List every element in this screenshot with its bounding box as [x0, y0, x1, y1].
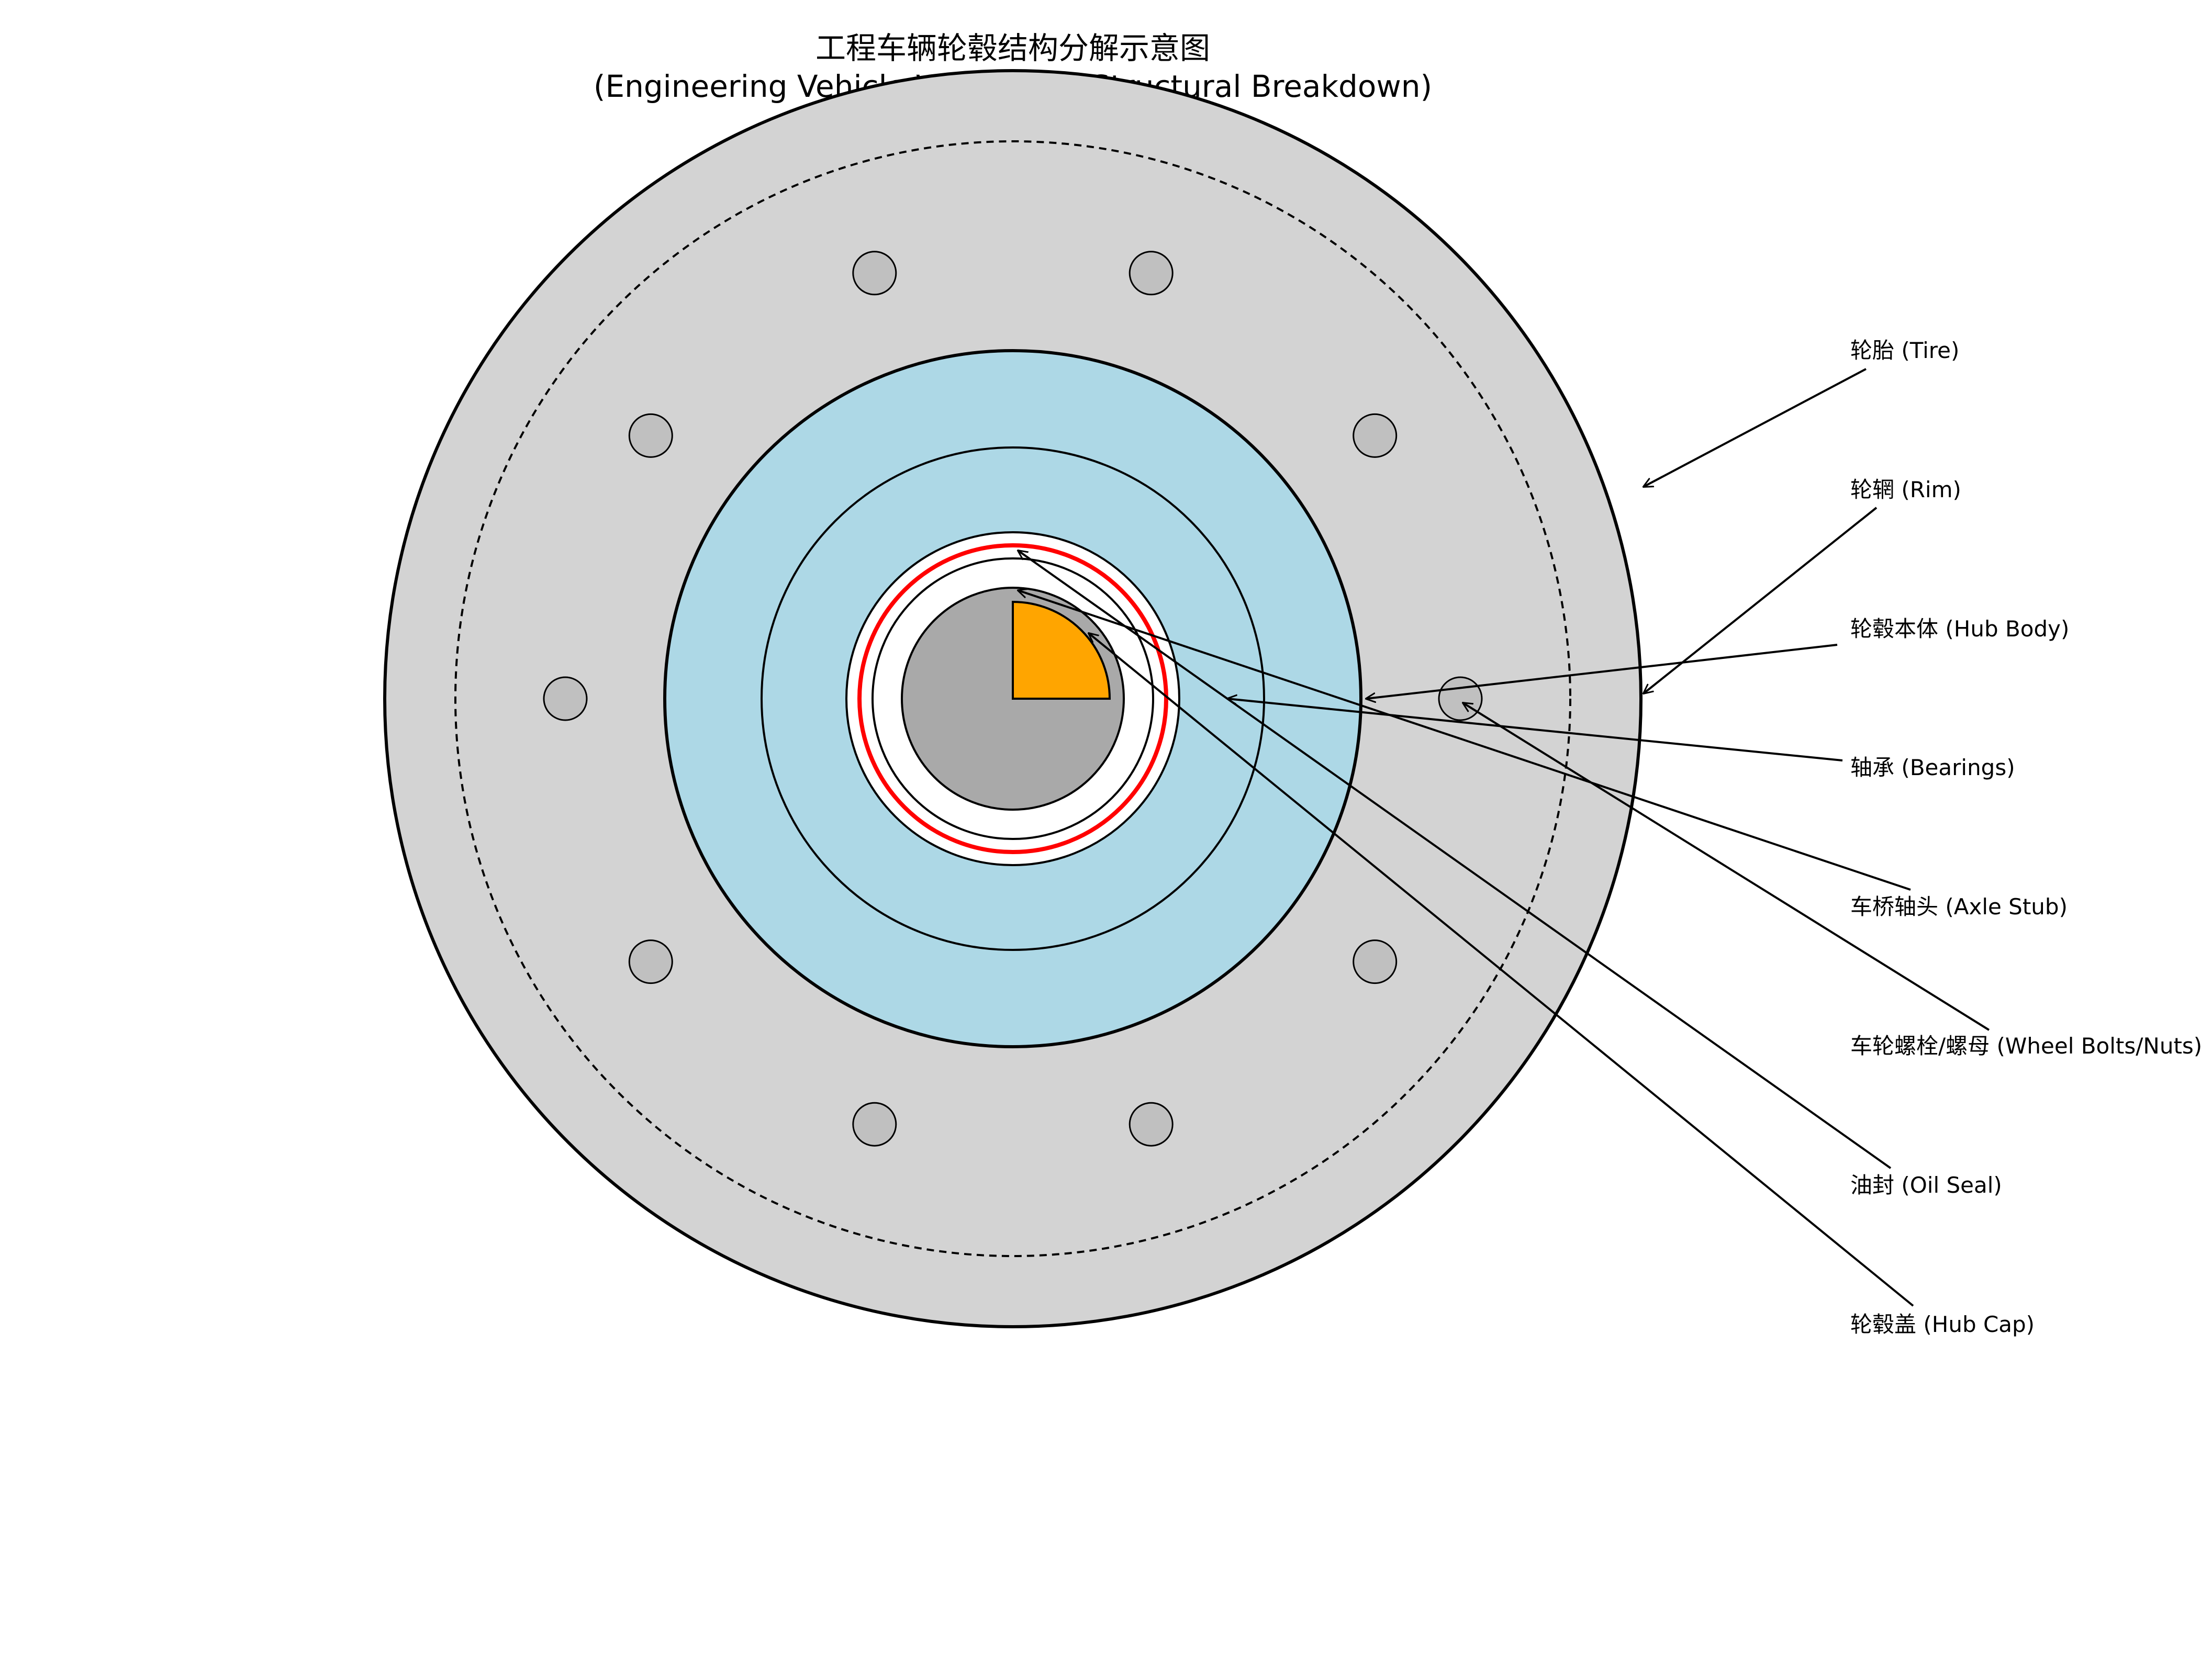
tire-leader	[1644, 368, 1867, 487]
wheel-bolt	[628, 939, 673, 984]
oil-seal-leader	[1018, 551, 1892, 1169]
wheel-bolt	[1129, 251, 1174, 296]
axle-stub-leader	[1018, 590, 1911, 891]
wheel-bolt	[1438, 676, 1483, 721]
diagram-title: 工程车辆轮毂结构分解示意图	[815, 30, 1210, 66]
wheel-bolt	[852, 1102, 897, 1147]
label-rim: 轮辋 (Rim)	[1850, 477, 1961, 502]
hub-body-leader	[1366, 644, 1838, 699]
label-bearings: 轴承 (Bearings)	[1850, 755, 2015, 780]
wheel-bolt	[543, 676, 588, 721]
wheel-bolt	[1129, 1102, 1174, 1147]
wheel-bolt	[852, 251, 897, 296]
label-axle-stub: 车桥轴头 (Axle Stub)	[1850, 894, 2068, 920]
oil-seal	[857, 543, 1168, 854]
wheel-bolts-leader	[1463, 703, 1990, 1031]
hub-cap	[1012, 600, 1111, 700]
hub-cap-leader	[1089, 633, 1914, 1307]
rim-leader	[1644, 507, 1878, 693]
rim-inner-dashed	[454, 140, 1571, 1257]
hub-inner-ring	[761, 446, 1265, 951]
wheel-bolt	[1353, 413, 1398, 458]
wheel-bolt	[628, 413, 673, 458]
label-tire: 轮胎 (Tire)	[1850, 338, 1959, 363]
leader-lines	[1018, 368, 1990, 1307]
wheel-bolt	[1353, 939, 1398, 984]
label-wheel-bolts: 车轮螺栓/螺母 (Wheel Bolts/Nuts)	[1850, 1033, 2202, 1059]
bearings-leader	[1227, 699, 1843, 761]
label-hub-body: 轮毂本体 (Hub Body)	[1850, 616, 2069, 642]
label-oil-seal: 油封 (Oil Seal)	[1850, 1172, 2002, 1198]
label-hub-cap: 轮毂盖 (Hub Cap)	[1850, 1312, 2035, 1337]
